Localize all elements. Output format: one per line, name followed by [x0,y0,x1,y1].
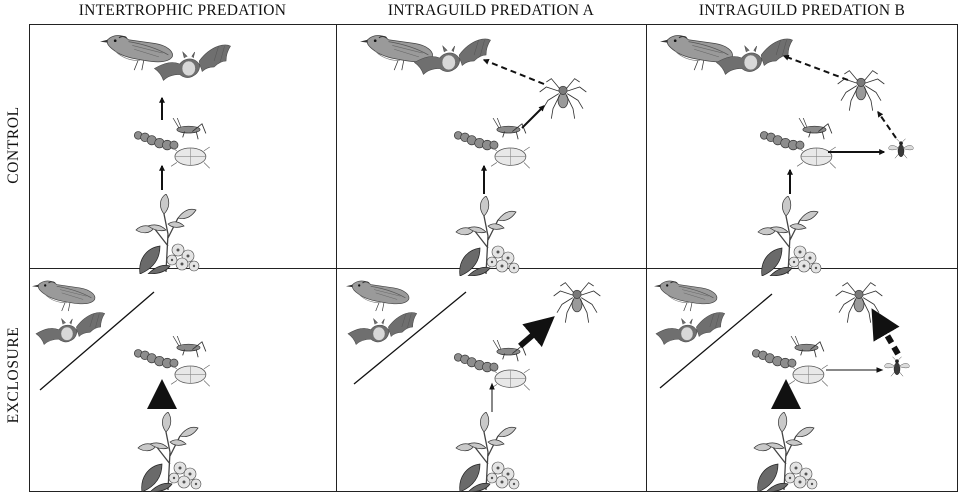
panel-control-intraguild-b [660,34,914,276]
panel-exclosure-intraguild-b [654,280,910,492]
herbivores-icon [454,340,531,391]
panel-exclosure-intraguild-a [346,280,601,492]
plant-icon [135,194,200,274]
arrow-herbivores-to-spider [518,316,555,349]
herbivores-icon [134,118,211,169]
arrow-parasitoid-to-spider [871,308,901,356]
bat-icon [655,312,725,345]
exclosure-barrier [39,291,155,391]
exclosure-barrier [659,293,773,389]
spider-icon [553,282,601,324]
bird-icon [32,280,96,312]
panel-control-intraguild-a [360,34,587,276]
arrow-parasitoid-to-spider [877,111,897,139]
herbivores-icon [760,118,837,169]
herbivores-icon [454,118,531,169]
arrow-spider-to-vertebrates [482,58,545,85]
panel-control-intertrophic [100,34,231,274]
plant-icon [455,196,520,276]
column-title-intertrophic: INTERTROPHIC PREDATION [78,2,287,19]
column-title-intraguild-b: INTRAGUILD PREDATION B [698,2,906,19]
plant-icon [137,412,202,492]
herbivores-icon [752,336,829,387]
bird-icon [654,280,718,312]
arrow-herbivores-to-spider [521,105,545,129]
bat-icon [347,312,417,345]
plant-icon [455,412,520,492]
panel-exclosure-intertrophic [32,280,211,492]
herbivores-icon [134,336,211,387]
wasp-icon [888,138,914,159]
plant-icon [753,412,818,492]
spider-icon [539,78,587,120]
wasp-icon [884,356,910,377]
bird-icon [346,280,410,312]
exclosure-barrier [353,291,467,385]
column-title-intraguild-a: INTRAGUILD PREDATION A [387,2,595,19]
plant-icon [757,196,822,276]
bat-icon [35,312,105,345]
arrow-spider-to-vertebrates [782,54,849,81]
spider-icon [837,70,885,112]
